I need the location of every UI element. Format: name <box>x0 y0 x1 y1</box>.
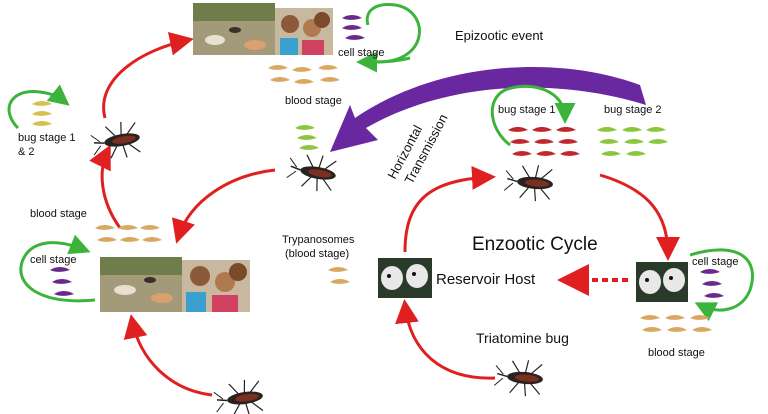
left-cell-stage-label: cell stage <box>30 254 76 266</box>
triatomine-bug-icon-bottom-right <box>492 356 546 399</box>
trypanosomes-label-2: (blood stage) <box>285 248 349 260</box>
triatomine-bug-icon-left <box>88 118 144 164</box>
arrow-bottom-bug-to-left-host <box>123 314 213 397</box>
parasites-enzootic-bug2 <box>597 127 668 156</box>
arrow-reservoir-to-bug <box>403 165 496 253</box>
parasites-left-blood <box>95 225 162 242</box>
right-blood-stage-label: blood stage <box>648 347 705 359</box>
triatomine-bug-icon-enzootic <box>502 161 556 204</box>
triatomine-bug-icon-bottom-left <box>212 376 267 414</box>
children-photo-top <box>275 8 333 55</box>
trypanosomes-label-1: Trypanosomes <box>282 234 355 246</box>
left-bug-stage-label-1: bug stage 1 <box>18 132 76 144</box>
right-cell-stage-label: cell stage <box>692 256 738 268</box>
reservoir-host-label: Reservoir Host <box>436 271 536 288</box>
triatomine-bug-label: Triatomine bug <box>476 330 569 346</box>
top-cell-stage-label: cell stage <box>338 47 384 59</box>
parasites-top-cell <box>342 15 365 40</box>
village-photo-top <box>193 3 275 55</box>
children-photo-left <box>182 260 250 312</box>
arrow-left-blood-to-bug <box>89 144 122 229</box>
parasites-enzootic-bug1 <box>508 127 580 156</box>
arrow-center-bug-to-left <box>171 168 276 244</box>
enzootic-cycle-title: Enzootic Cycle <box>472 234 598 255</box>
opossum-photo-right <box>636 262 688 302</box>
parasites-top-blood <box>268 65 340 84</box>
loop-left-bug <box>7 84 70 130</box>
left-bug-stage-label-2: & 2 <box>18 146 35 158</box>
parasites-right-cell <box>700 269 724 298</box>
loop-top-cell-head <box>356 51 411 73</box>
loop-enzootic-bug1 <box>490 84 576 147</box>
top-blood-stage-label: blood stage <box>285 95 342 107</box>
triatomine-bug-icon-center <box>284 149 340 195</box>
epizootic-arrow <box>330 66 646 152</box>
left-blood-stage-label: blood stage <box>30 208 87 220</box>
loop-left-cell <box>19 234 96 303</box>
parasites-right-blood <box>640 315 712 332</box>
loop-right-cell <box>689 248 754 322</box>
village-photo-left <box>100 257 182 312</box>
parasites-trypanosomes <box>328 267 350 284</box>
parasites-left-cell <box>50 267 74 296</box>
opossum-photo-reservoir <box>378 258 432 298</box>
epizootic-label: Epizootic event <box>455 28 544 43</box>
enzootic-bug-stage1-label: bug stage 1 <box>498 104 556 116</box>
loop-top-cell <box>365 3 421 64</box>
enzootic-bug-stage2-label: bug stage 2 <box>604 104 662 116</box>
parasites-center <box>295 125 319 150</box>
arrow-bottom-bug-to-reservoir <box>395 299 496 380</box>
arrow-bug2-to-right-host <box>599 173 680 261</box>
parasites-left-bug <box>32 101 52 126</box>
arrow-human-bug-to-left-loop <box>102 31 194 119</box>
